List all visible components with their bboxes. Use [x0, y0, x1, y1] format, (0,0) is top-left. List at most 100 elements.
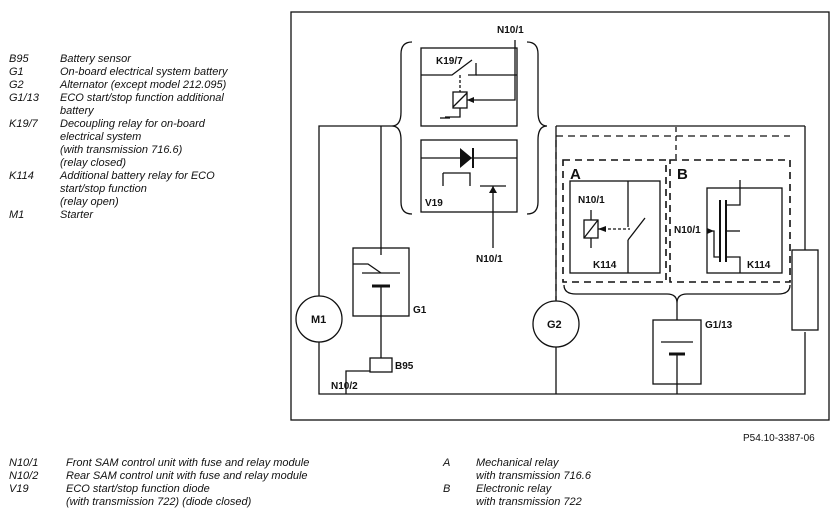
label-n10-1-bottom: N10/1 [476, 254, 503, 265]
legend-top-item-code: M1 [9, 209, 25, 221]
v19-box [420, 139, 518, 213]
g1-13-battery-box [652, 319, 702, 385]
legend-top-item-description-line: battery [60, 105, 94, 117]
legend-top-item-description-line: Additional battery relay for ECO [60, 170, 215, 182]
legend-bottom-left-item: N10/1 Front SAM control unit with fuse an… [9, 457, 429, 470]
legend-bottom-left: N10/1 Front SAM control unit with fuse an… [9, 457, 429, 517]
diagram-frame [290, 11, 830, 421]
label-m1: M1 [311, 314, 326, 326]
b95-sensor-box [369, 357, 393, 373]
label-a-n10-1: N10/1 [578, 195, 605, 206]
k19-7-switch-contact [468, 63, 477, 76]
relay-b-drain [726, 180, 741, 206]
m1-starter-circle [295, 295, 343, 343]
relay-b-arrowhead [707, 228, 714, 234]
label-a: A [570, 166, 581, 183]
label-b95: B95 [395, 361, 414, 372]
legend-bottom-right-item-description-line: with transmission 722 [476, 496, 582, 508]
legend-top-item-description-line: On-board electrical system battery [60, 66, 228, 78]
legend-bottom-left-item-code: V19 [9, 483, 29, 495]
k19-7-box [420, 47, 518, 127]
legend-bottom-left-item: V19 ECO start/stop function diode(with tr… [9, 483, 429, 509]
g1-battery-box [352, 247, 410, 317]
legend-top-item-description-line: ECO start/stop function additional [60, 92, 224, 104]
k19-7-switch-blade [421, 59, 473, 76]
label-b-n10-1: N10/1 [674, 225, 701, 236]
k19-7-ground-wire [445, 108, 461, 118]
legend-top-item-code: G1 [9, 66, 24, 78]
k19-7-coil-diag [452, 92, 468, 108]
brace-left [391, 41, 413, 215]
legend-bottom-right-item-description-line: with transmission 716.6 [476, 470, 591, 482]
legend-bottom-left-item-code: N10/1 [9, 457, 39, 469]
legend-top-item-description-line: (relay open) [60, 196, 119, 208]
legend-top-item-description-line: (with transmission 716.6) [60, 144, 183, 156]
legend-bottom-left-item-description: Front SAM control unit with fuse and rel… [66, 457, 309, 470]
label-n10-1-top: N10/1 [497, 25, 524, 36]
relay-a-switch [627, 217, 646, 241]
relay-b-source [726, 256, 741, 273]
relay-b-box [669, 159, 791, 283]
g1-sensor-lead [353, 263, 382, 274]
wire-n10-2 [345, 370, 370, 394]
label-b-k114: K114 [747, 260, 771, 271]
legend-top-item-code: B95 [9, 53, 29, 65]
legend-top-item-description-line: Battery sensor [60, 53, 131, 65]
label-v19: V19 [425, 198, 443, 209]
legend-bottom-left-item-code: N10/2 [9, 470, 39, 482]
v19-inner-wire [443, 172, 471, 186]
v19-diode-arrow [460, 148, 472, 168]
label-a-k114: K114 [593, 260, 617, 271]
label-k19-7: K19/7 [436, 56, 463, 67]
v19-arrowhead [489, 186, 497, 193]
g2-alternator-circle [532, 300, 580, 348]
wire-bottom [318, 332, 806, 395]
figure-reference: P54.10-3387-06 [743, 433, 815, 444]
brace-right [526, 41, 548, 215]
legend-top-item-description: Battery sensor [60, 53, 131, 66]
legend-bottom-left-item-description-line: ECO start/stop function diode [66, 483, 210, 495]
relay-a-arrowhead [598, 226, 606, 232]
legend-bottom-left-item-description-line: (with transmission 722) (diode closed) [66, 496, 252, 508]
legend-bottom-right-item-description-line: Mechanical relay [476, 457, 559, 469]
brace-bottom [563, 284, 791, 304]
relay-a-box [562, 159, 667, 283]
legend-bottom-left-item-description: ECO start/stop function diode(with trans… [66, 483, 251, 509]
legend-top-item-code: G2 [9, 79, 24, 91]
label-b: B [677, 166, 688, 183]
legend-top-item-code: K114 [9, 170, 34, 182]
legend-top-item-description-line: Starter [60, 209, 94, 221]
v19-diode-bar [472, 148, 474, 168]
label-n10-2: N10/2 [331, 381, 358, 392]
legend-top-item-description: Alternator (except model 212.095) [60, 79, 226, 92]
label-g1: G1 [413, 305, 427, 316]
legend-bottom-left-item-description-line: Front SAM control unit with fuse and rel… [66, 457, 310, 469]
legend-top-item-description-line: electrical system [60, 131, 142, 143]
relay-b-inner [706, 187, 783, 274]
legend-bottom-right-item-code: B [443, 483, 451, 495]
resistor-box [791, 249, 819, 331]
legend-top-item-description-line: (relay closed) [60, 157, 127, 169]
legend-bottom-right-item-code: A [443, 457, 451, 469]
relay-a-coil-diag [583, 219, 599, 239]
label-g1-13: G1/13 [705, 320, 733, 331]
legend-top-item-description: Starter [60, 209, 93, 222]
legend-top-item: B95 Battery sensor [9, 53, 279, 66]
relay-a-inner [569, 180, 661, 274]
k19-7-control-wire [467, 40, 516, 101]
legend-top-item-description-line: Alternator (except model 212.095) [60, 79, 227, 91]
legend-top-item: G1 On-board electrical system battery [9, 66, 279, 79]
